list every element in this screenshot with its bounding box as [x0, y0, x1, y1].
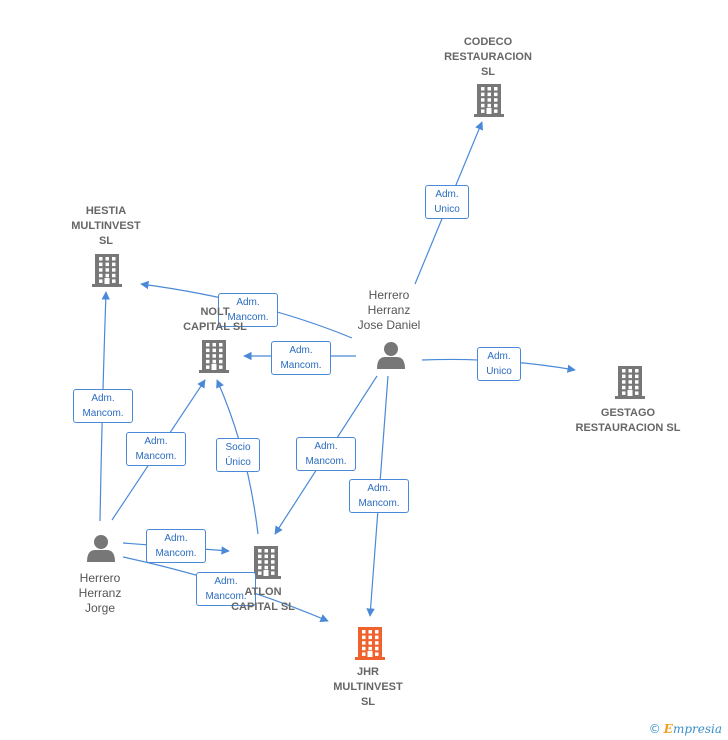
- company-label-nolt[interactable]: NOLT CAPITAL SL: [183, 306, 247, 333]
- building-icon-jhr[interactable]: [355, 627, 385, 660]
- company-label-jhr[interactable]: JHR MULTINVEST SL: [333, 666, 403, 708]
- company-label-atlon[interactable]: ATLON CAPITAL SL: [231, 586, 295, 613]
- edge-label-jose-atlon[interactable]: Adm. Mancom.: [296, 437, 356, 471]
- company-label-hestia[interactable]: HESTIA MULTINVEST SL: [71, 205, 141, 247]
- person-label-jose[interactable]: Herrero Herranz Jose Daniel: [357, 288, 421, 332]
- person-label-jorge[interactable]: Herrero Herranz Jorge: [78, 571, 122, 615]
- edge-label-atlon-nolt[interactable]: Socio Único: [216, 438, 260, 472]
- company-label-gestago[interactable]: GESTAGO RESTAURACION SL: [575, 407, 681, 434]
- building-icon-atlon[interactable]: [251, 546, 281, 579]
- building-icon-codeco[interactable]: [474, 84, 504, 117]
- company-label-codeco[interactable]: CODECO RESTAURACION SL: [444, 36, 532, 78]
- brand-name: mpresia: [672, 722, 722, 736]
- building-icon-gestago[interactable]: [615, 366, 645, 399]
- edge-label-jorge-nolt[interactable]: Adm. Mancom.: [126, 432, 186, 466]
- building-icon-hestia[interactable]: [92, 254, 122, 287]
- empresia-watermark: ©Empresia: [649, 722, 722, 736]
- copyright-symbol: ©: [648, 722, 661, 736]
- brand-initial: E: [663, 722, 673, 736]
- edge-label-jorge-hestia[interactable]: Adm. Mancom.: [73, 389, 133, 423]
- building-icon-nolt[interactable]: [199, 340, 229, 373]
- nodes-layer: [87, 84, 645, 660]
- edge-label-jose-gestago[interactable]: Adm. Unico: [477, 347, 521, 381]
- edge-label-jose-jhr[interactable]: Adm. Mancom.: [349, 479, 409, 513]
- edge-label-jorge-jhr[interactable]: Adm. Mancom.: [196, 572, 256, 606]
- person-icon-jose[interactable]: [377, 342, 405, 369]
- edge-label-jorge-atlon[interactable]: Adm. Mancom.: [146, 529, 206, 563]
- edge-label-jose-hestia[interactable]: Adm. Mancom.: [218, 293, 278, 327]
- person-icon-jorge[interactable]: [87, 535, 115, 562]
- edge-label-jose-nolt[interactable]: Adm. Mancom.: [271, 341, 331, 375]
- edge-label-jose-codeco[interactable]: Adm. Unico: [425, 185, 469, 219]
